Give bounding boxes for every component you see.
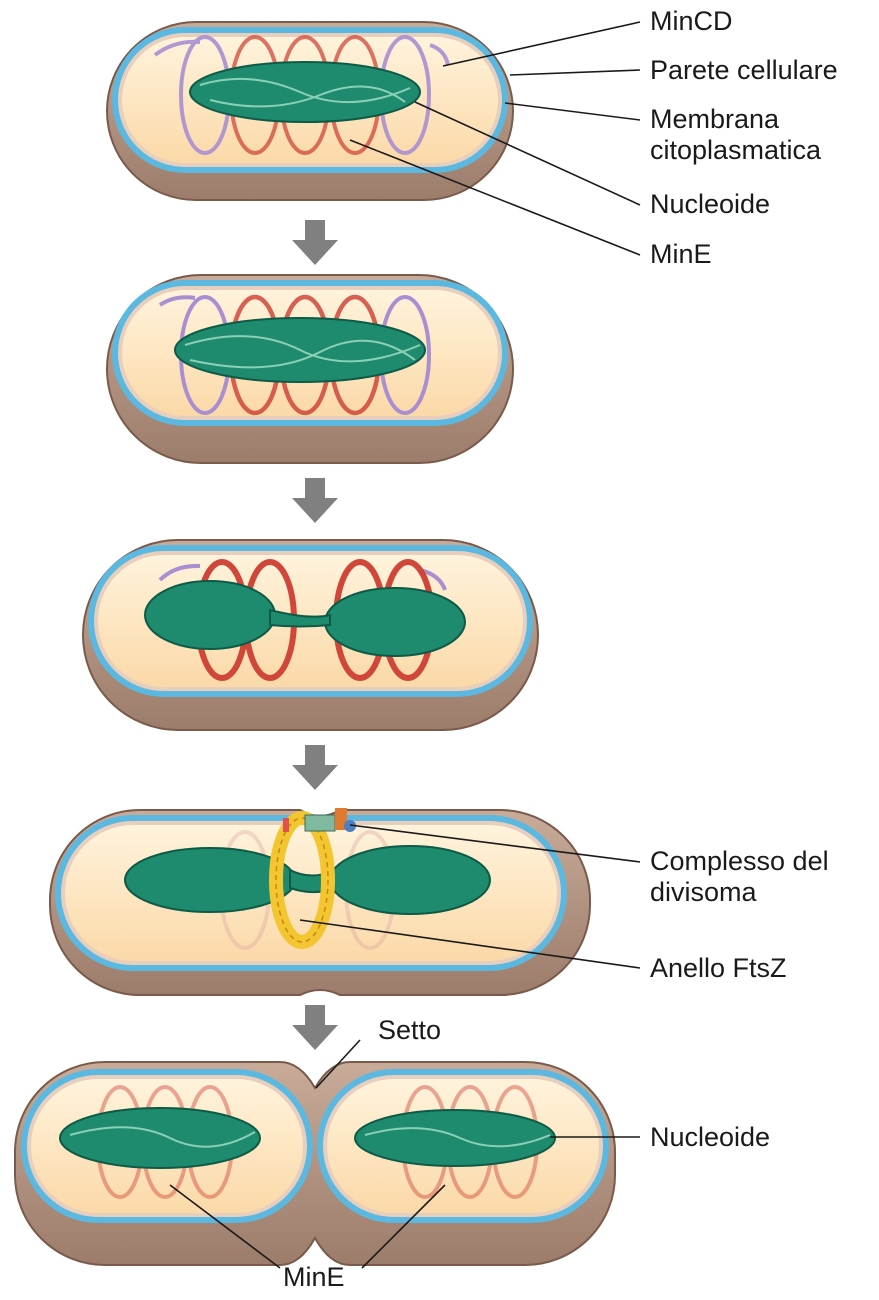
label-complesso-divisoma: Complesso del divisoma bbox=[650, 846, 860, 908]
down-arrow-icon bbox=[292, 745, 338, 790]
down-arrow-icon bbox=[292, 220, 338, 265]
down-arrow-icon bbox=[292, 478, 338, 523]
label-nucleoide-bottom: Nucleoide bbox=[650, 1122, 770, 1153]
label-membrana-citoplasmatica: Membrana citoplasmatica bbox=[650, 104, 860, 166]
nucleoid bbox=[175, 318, 425, 382]
label-setto: Setto bbox=[378, 1015, 441, 1046]
label-mine-top: MinE bbox=[650, 239, 712, 270]
cell-stage-5 bbox=[15, 1062, 615, 1265]
down-arrow-icon bbox=[292, 1005, 338, 1050]
label-mincd: MinCD bbox=[650, 6, 733, 37]
cell-stage-4 bbox=[50, 808, 590, 995]
label-mine-bottom: MinE bbox=[283, 1262, 345, 1293]
nucleoid-left bbox=[60, 1108, 260, 1168]
label-parete-cellulare: Parete cellulare bbox=[650, 55, 838, 86]
label-anello-ftsz: Anello FtsZ bbox=[650, 953, 787, 984]
nucleoid bbox=[190, 62, 420, 122]
label-nucleoide-top: Nucleoide bbox=[650, 189, 770, 220]
cell-stage-1 bbox=[107, 22, 513, 200]
nucleoid-right bbox=[355, 1110, 555, 1166]
cell-stage-3 bbox=[83, 540, 538, 730]
cell-stage-2 bbox=[107, 275, 513, 463]
